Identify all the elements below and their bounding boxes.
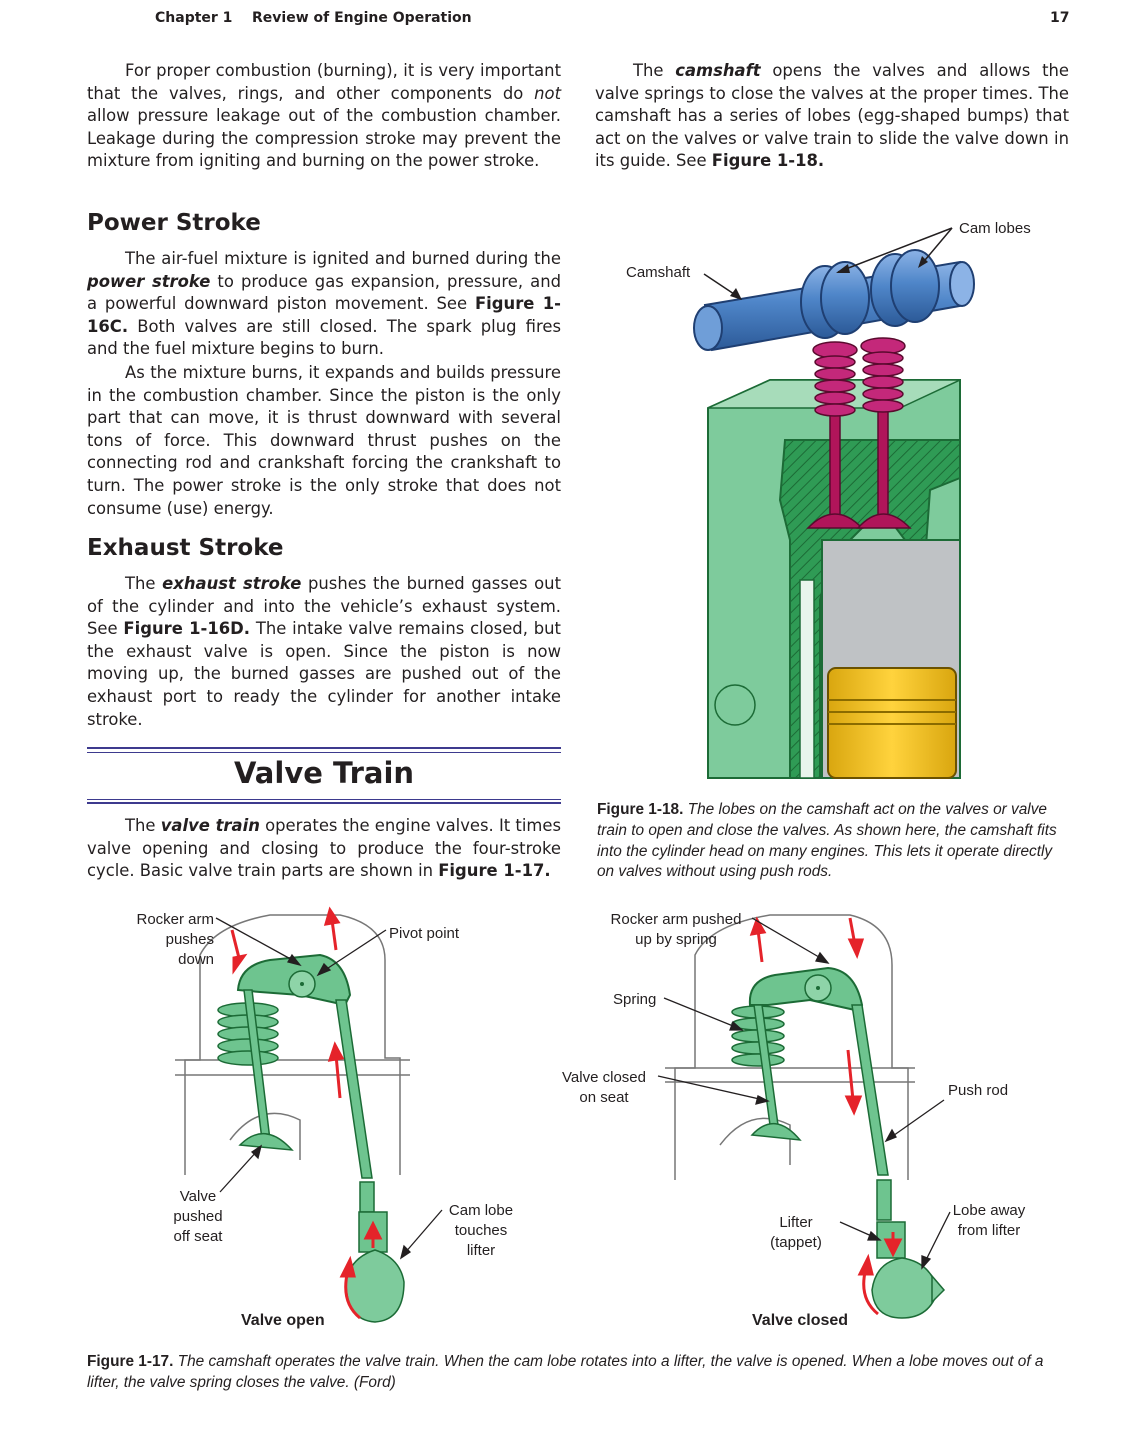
- exhaust-valve: [856, 394, 912, 529]
- running-header-title: Review of Engine Operation: [252, 10, 472, 26]
- label-valve-closed: Valve closed: [752, 1312, 849, 1329]
- camshaft-paragraph: The camshaft opens the valves and allows…: [595, 61, 1069, 171]
- exhaust-stroke-heading: Exhaust Stroke: [87, 535, 284, 561]
- label-spring: Spring: [613, 991, 657, 1008]
- section-rule-bottom-2: [87, 802, 561, 804]
- label-lifter-tappet: Lifter(tappet): [770, 1214, 822, 1251]
- label-pivot-point: Pivot point: [389, 925, 460, 942]
- power-stroke-paragraph-1: The air-fuel mixture is ignited and burn…: [87, 249, 561, 359]
- power-stroke-heading: Power Stroke: [87, 210, 261, 236]
- label-camshaft: Camshaft: [626, 264, 691, 281]
- figure-1-17-caption: Figure 1-17. The camshaft operates the v…: [87, 1353, 1044, 1391]
- label-push-rod: Push rod: [948, 1082, 1009, 1099]
- power-stroke-paragraph-2: As the mixture burns, it expands and bui…: [87, 363, 561, 518]
- section-rule-top-1: [87, 747, 561, 749]
- figure-1-18-caption: Figure 1-18. The lobes on the camshaft a…: [597, 801, 1057, 881]
- valve-train-heading: Valve Train: [233, 756, 415, 790]
- exhaust-stroke-paragraph: The exhaust stroke pushes the burned gas…: [87, 574, 561, 729]
- page-number: 17: [1050, 10, 1070, 26]
- label-valve-open: Valve open: [241, 1312, 325, 1329]
- intro-paragraph: For proper combustion (burning), it is v…: [87, 61, 561, 171]
- section-rule-top-2: [87, 752, 561, 753]
- valve-closed-diagram: [657, 914, 951, 1319]
- running-header-chapter: Chapter 1: [155, 10, 233, 26]
- valve-train-paragraph: The valve train operates the engine valv…: [87, 816, 562, 881]
- camshaft: [693, 249, 975, 352]
- valve-springs: [812, 337, 906, 417]
- section-rule-bottom-1: [87, 799, 561, 800]
- label-cam-lobes: Cam lobes: [959, 220, 1031, 237]
- valve-open-diagram: [175, 906, 443, 1323]
